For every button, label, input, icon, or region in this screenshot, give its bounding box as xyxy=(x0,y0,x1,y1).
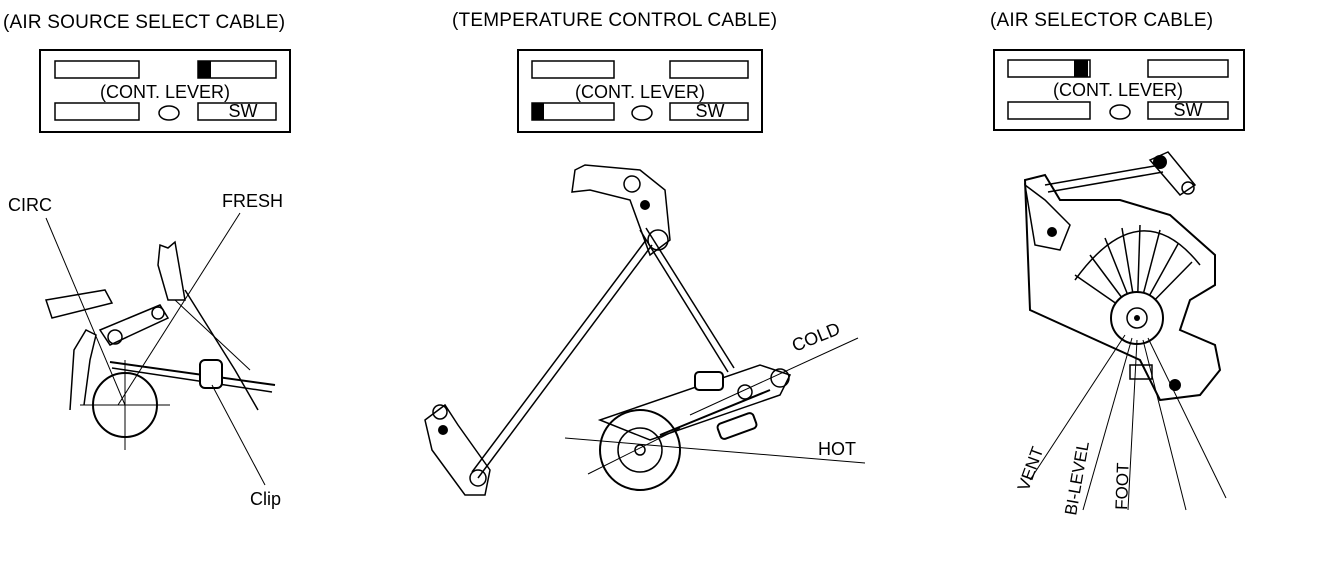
bi-level-label: BI-LEVEL xyxy=(1061,440,1093,517)
control-panel-box: (CONT. LEVER) SW xyxy=(517,49,763,133)
cold-label: COLD xyxy=(789,318,843,355)
sw-label: SW xyxy=(696,101,725,121)
panel-title: (AIR SOURCE SELECT CABLE) xyxy=(3,12,285,33)
cont-lever-label: (CONT. LEVER) xyxy=(575,82,705,102)
sw-label: SW xyxy=(1174,100,1203,120)
panel-title: (TEMPERATURE CONTROL CABLE) xyxy=(452,10,777,31)
lever-position-marker xyxy=(1074,60,1088,77)
circ-label: CIRC xyxy=(8,195,52,215)
panel-air-source-select: (AIR SOURCE SELECT CABLE) (CONT. LEVER) … xyxy=(3,12,291,509)
air-source-linkage xyxy=(45,212,276,486)
hot-label: HOT xyxy=(818,439,856,459)
cont-lever-label: (CONT. LEVER) xyxy=(100,82,230,102)
sw-label: SW xyxy=(229,101,258,121)
control-panel-box: (CONT. LEVER) SW xyxy=(39,49,291,133)
control-panel-box: (CONT. LEVER) SW xyxy=(993,49,1245,131)
lever-position-marker xyxy=(198,61,211,78)
clip xyxy=(199,359,223,389)
temperature-linkage xyxy=(424,164,866,496)
vent-label: VENT xyxy=(1014,444,1047,493)
air-selector-linkage xyxy=(1023,151,1227,511)
clip-label: Clip xyxy=(250,489,281,509)
panel-air-selector: (AIR SELECTOR CABLE) (CONT. LEVER) SW xyxy=(990,10,1245,517)
panel-title: (AIR SELECTOR CABLE) xyxy=(990,10,1213,31)
panel-temperature-control: (TEMPERATURE CONTROL CABLE) (CONT. LEVER… xyxy=(424,10,866,496)
cont-lever-label: (CONT. LEVER) xyxy=(1053,80,1183,100)
lever-position-marker xyxy=(532,103,544,120)
foot-label: FOOT xyxy=(1112,462,1133,510)
fresh-label: FRESH xyxy=(222,191,283,211)
